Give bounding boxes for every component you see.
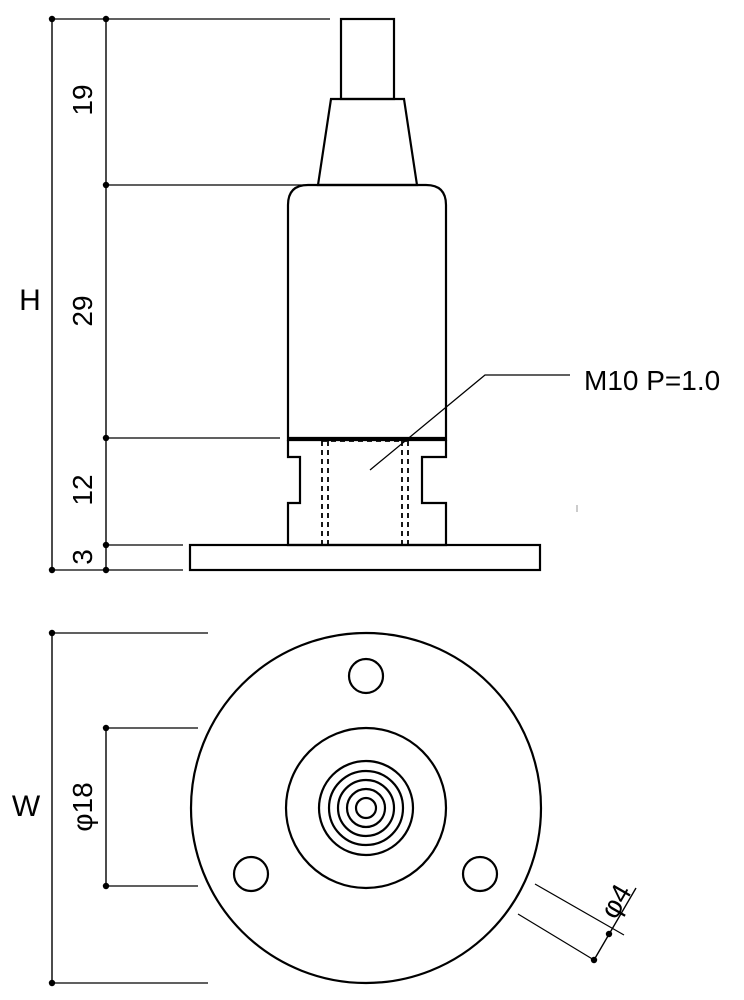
extension-line — [517, 913, 595, 961]
collar-ring — [336, 778, 396, 838]
mounting-hole-left — [232, 855, 270, 893]
extension-line — [534, 883, 625, 936]
body-circle — [284, 726, 448, 890]
main-body — [286, 183, 448, 442]
dim-dot — [102, 434, 110, 442]
side-view: H 19 29 12 3 M10 P=1.0 — [19, 15, 720, 574]
dim-label-phi4: φ4 — [594, 879, 638, 924]
plan-view: W φ18 φ4 — [12, 629, 638, 987]
mounting-hole-right — [461, 855, 499, 893]
flange-geometry — [189, 631, 543, 985]
stem-ring — [345, 787, 387, 829]
dim-dot — [102, 724, 110, 732]
dim-label-29: 29 — [67, 295, 98, 326]
dim-dot — [605, 930, 613, 938]
leader-line — [369, 374, 570, 471]
mounting-hole-top — [347, 657, 385, 695]
part-outline — [188, 17, 542, 572]
center-hole — [354, 796, 378, 820]
collar-ring-outer — [317, 759, 415, 857]
dim-dot — [48, 629, 56, 637]
dim-label-3: 3 — [67, 549, 98, 565]
dim-label-W: W — [12, 790, 41, 823]
tapered-collar — [316, 97, 419, 187]
dim-dot — [48, 979, 56, 987]
extension-lines — [52, 18, 330, 571]
collar-ring — [327, 769, 405, 847]
thread-leader — [369, 374, 570, 471]
dim-label-phi18: φ18 — [67, 782, 98, 831]
dim-dot — [48, 566, 56, 574]
dim-dot — [102, 15, 110, 23]
hidden-thread-lines — [321, 440, 409, 544]
dim-line-phi4 — [593, 887, 637, 961]
dim-dot — [102, 882, 110, 890]
thread-callout-label: M10 P=1.0 — [584, 365, 720, 396]
dim-dot — [590, 956, 598, 964]
dim-dot — [48, 15, 56, 23]
plan-dimension-dots — [48, 629, 613, 987]
flange-outer-circle — [189, 631, 543, 985]
dim-label-19: 19 — [67, 84, 98, 115]
dim-dot — [102, 181, 110, 189]
dim-dot — [102, 566, 110, 574]
dim-dot — [102, 541, 110, 549]
grooved-neck — [286, 440, 448, 547]
dim-label-12: 12 — [67, 474, 98, 505]
top-stem — [339, 17, 396, 101]
dimension-dots — [48, 15, 110, 574]
plan-dimension-lines — [51, 633, 637, 983]
dimension-lines — [51, 19, 107, 570]
dim-label-H: H — [19, 284, 41, 317]
plan-extension-lines — [52, 632, 625, 984]
base-plate — [188, 543, 542, 572]
